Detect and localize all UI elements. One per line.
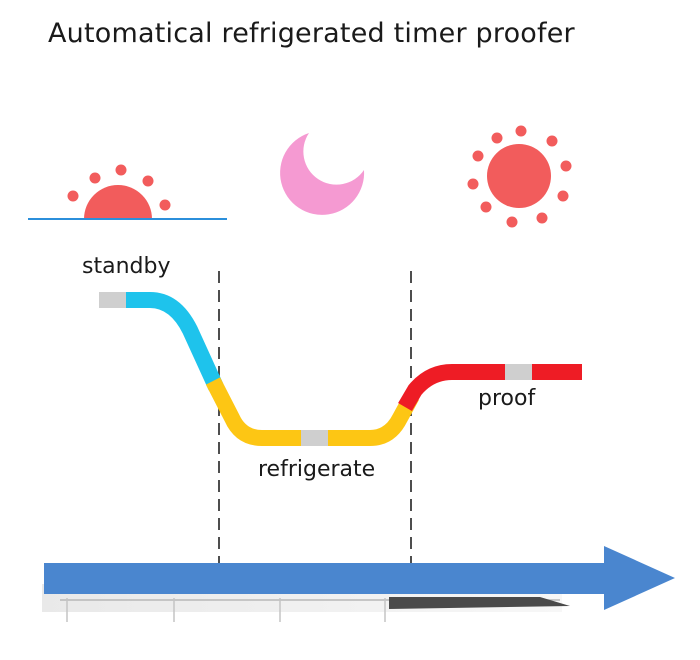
label-proof: proof xyxy=(478,386,536,411)
blue-arrow xyxy=(44,546,675,610)
time-arrow xyxy=(42,546,675,622)
page-title: Automatical refrigerated timer proofer xyxy=(48,18,575,49)
standby-segment xyxy=(99,292,224,391)
proof-segment xyxy=(398,364,582,412)
label-refrigerate: refrigerate xyxy=(258,457,376,482)
moon-icon xyxy=(280,133,365,215)
sunrise-icon xyxy=(28,164,227,220)
refrigerate-segment xyxy=(205,377,420,446)
process-curve xyxy=(99,292,582,446)
sun-icon xyxy=(467,125,572,228)
label-standby: standby xyxy=(82,254,171,279)
